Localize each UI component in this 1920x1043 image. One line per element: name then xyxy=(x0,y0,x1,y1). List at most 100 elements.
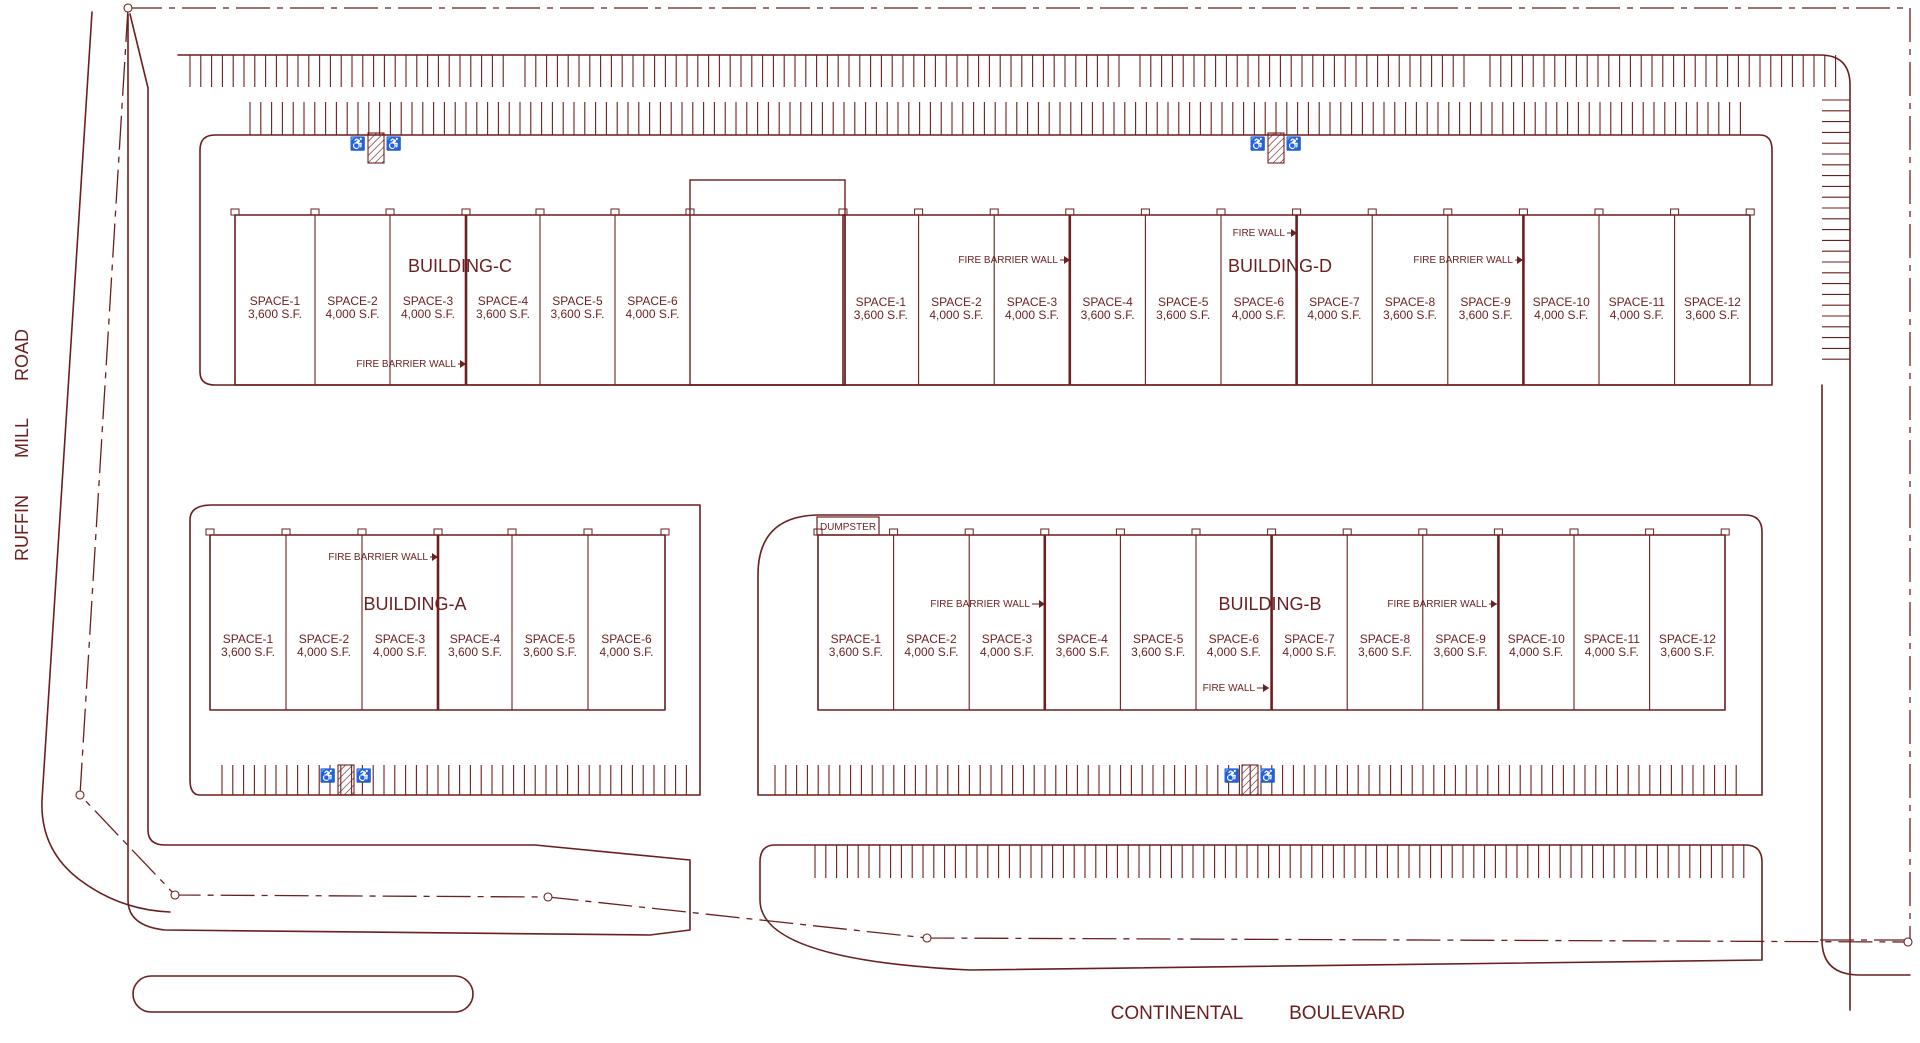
space-label: SPACE-11 xyxy=(1609,295,1666,309)
column-tab xyxy=(1518,208,1528,216)
column-tab xyxy=(1140,208,1150,216)
column-tab xyxy=(1720,528,1730,536)
space-area: 3,600 S.F. xyxy=(854,308,908,322)
column-tab xyxy=(1745,208,1755,216)
column-tab xyxy=(838,208,848,216)
handicap-parking-icon: ♿ xyxy=(1260,768,1276,783)
space-area: 4,000 S.F. xyxy=(401,307,455,321)
space-area: 4,000 S.F. xyxy=(1307,308,1361,322)
callout-arrow xyxy=(1291,229,1297,237)
space-area: 3,600 S.F. xyxy=(1434,645,1488,659)
column-tab xyxy=(535,208,545,216)
wall-callout: FIRE BARRIER WALL xyxy=(930,599,1030,610)
property-corner-marker xyxy=(123,3,133,13)
curb-east xyxy=(1821,384,1911,976)
column-tab xyxy=(205,528,215,536)
property-corner-marker xyxy=(922,933,932,943)
space-area: 3,600 S.F. xyxy=(1156,308,1210,322)
column-tab xyxy=(1040,528,1050,536)
road-name-west: ROAD xyxy=(12,329,32,381)
handicap-parking-icon: ♿ xyxy=(1286,136,1302,151)
space-area: 4,000 S.F. xyxy=(1232,308,1286,322)
column-tab xyxy=(357,528,367,536)
space-area: 4,000 S.F. xyxy=(1509,645,1563,659)
space-label: SPACE-9 xyxy=(1460,295,1511,309)
handicap-parking-icon: ♿ xyxy=(320,768,336,783)
space-area: 3,600 S.F. xyxy=(221,645,275,659)
plan-details xyxy=(75,3,1913,947)
column-tab xyxy=(1367,208,1377,216)
property-corner-marker xyxy=(170,890,180,900)
space-label: SPACE-6 xyxy=(1209,632,1260,646)
road-name-west: MILL xyxy=(12,418,32,458)
column-tab xyxy=(1065,208,1075,216)
pad-a xyxy=(189,504,701,796)
column-tab xyxy=(507,528,517,536)
wall-callout: FIRE WALL xyxy=(1233,228,1286,239)
space-area: 4,000 S.F. xyxy=(1534,308,1588,322)
space-label: SPACE-3 xyxy=(403,294,454,308)
space-label: SPACE-5 xyxy=(525,632,576,646)
space-area: 4,000 S.F. xyxy=(625,307,679,321)
column-tab xyxy=(1670,208,1680,216)
space-area: 3,600 S.F. xyxy=(448,645,502,659)
column-tab xyxy=(610,208,620,216)
handicap-parking-icon: ♿ xyxy=(1250,136,1266,151)
accessible-aisle xyxy=(367,132,385,164)
column-tab xyxy=(1443,208,1453,216)
column-tab xyxy=(989,208,999,216)
parking-stalls xyxy=(189,55,1850,878)
callout-arrow xyxy=(432,553,438,561)
wall-callout: FIRE BARRIER WALL xyxy=(328,552,428,563)
wall-callout: FIRE BARRIER WALL xyxy=(1387,599,1487,610)
space-area: 3,600 S.F. xyxy=(1459,308,1513,322)
space-label: SPACE-7 xyxy=(1309,295,1360,309)
column-tab xyxy=(1493,528,1503,536)
callout-arrow xyxy=(1491,600,1497,608)
south-island xyxy=(759,844,1763,971)
column-tab xyxy=(433,528,443,536)
space-area: 3,600 S.F. xyxy=(476,307,530,321)
plan-labels: SPACE-13,600 S.F.SPACE-24,000 S.F.SPACE-… xyxy=(12,136,1741,1024)
space-area: 4,000 S.F. xyxy=(373,645,427,659)
column-tab xyxy=(1418,528,1428,536)
space-area: 4,000 S.F. xyxy=(904,645,958,659)
space-label: SPACE-1 xyxy=(856,295,907,309)
landscape-island xyxy=(132,975,474,1013)
open-bay xyxy=(689,179,846,386)
space-area: 3,600 S.F. xyxy=(1056,645,1110,659)
space-area: 3,600 S.F. xyxy=(1383,308,1437,322)
space-area: 3,600 S.F. xyxy=(829,645,883,659)
space-label: SPACE-10 xyxy=(1508,632,1565,646)
column-tab xyxy=(1216,208,1226,216)
wall-callout: FIRE BARRIER WALL xyxy=(958,255,1058,266)
road-edge-west xyxy=(41,11,171,913)
space-label: SPACE-12 xyxy=(1659,632,1716,646)
column-tab xyxy=(461,208,471,216)
callout-arrow xyxy=(1064,256,1070,264)
space-label: SPACE-7 xyxy=(1284,632,1335,646)
space-label: SPACE-8 xyxy=(1360,632,1411,646)
handicap-parking-icon: ♿ xyxy=(356,768,372,783)
space-label: SPACE-6 xyxy=(1234,295,1285,309)
column-tab xyxy=(1594,208,1604,216)
space-label: SPACE-11 xyxy=(1584,632,1641,646)
handicap-parking-icon: ♿ xyxy=(386,136,402,151)
callout-arrow xyxy=(1039,600,1045,608)
road-name-south: BOULEVARD xyxy=(1289,1003,1405,1024)
space-area: 4,000 S.F. xyxy=(929,308,983,322)
dumpster-enclosure-icon xyxy=(816,516,880,536)
building-name: BUILDING-C xyxy=(408,256,512,276)
column-tab xyxy=(1342,528,1352,536)
space-area: 3,600 S.F. xyxy=(1131,645,1185,659)
space-label: SPACE-2 xyxy=(299,632,350,646)
space-label: SPACE-2 xyxy=(906,632,957,646)
property-line xyxy=(79,7,1911,943)
dumpster-label: DUMPSTER xyxy=(820,522,876,533)
space-area: 4,000 S.F. xyxy=(325,307,379,321)
space-label: SPACE-3 xyxy=(375,632,426,646)
wall-callout: FIRE BARRIER WALL xyxy=(356,359,456,370)
space-label: SPACE-1 xyxy=(831,632,882,646)
column-tab xyxy=(385,208,395,216)
space-area: 4,000 S.F. xyxy=(980,645,1034,659)
